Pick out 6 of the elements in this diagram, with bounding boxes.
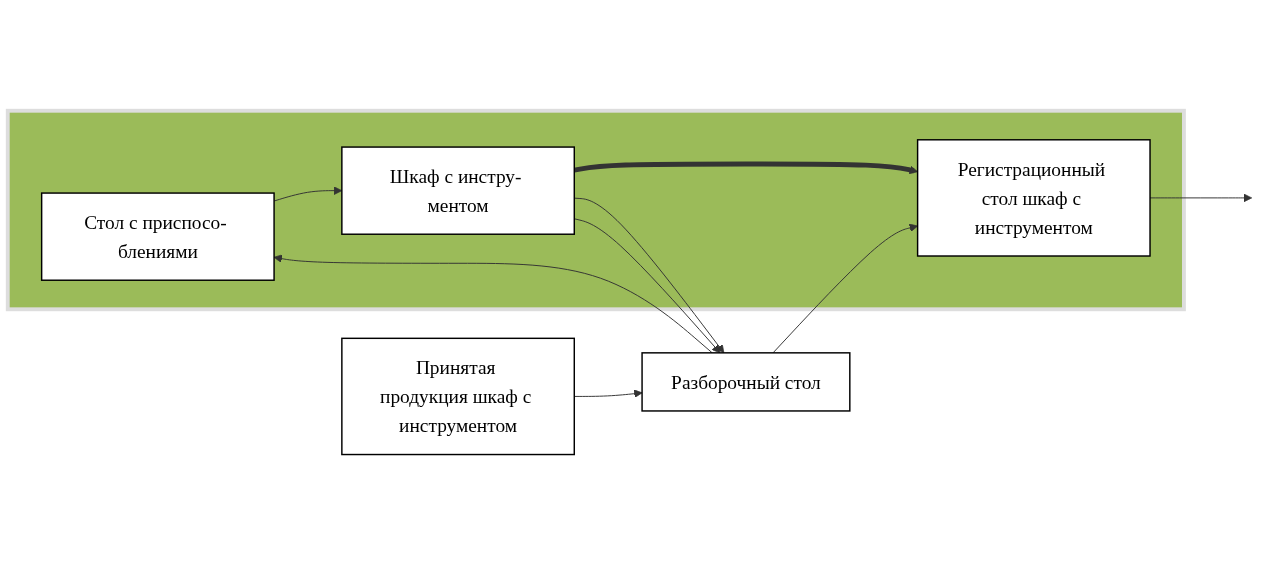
node-box: Шкаф с инстру- ментом bbox=[341, 146, 575, 235]
node-box: Регистрационный стол шкаф с инструментом bbox=[916, 138, 1151, 257]
node-box: Разборочный стол bbox=[641, 352, 851, 412]
node-box: Стол с приспосо- блениями bbox=[40, 192, 275, 281]
cluster bbox=[5, 108, 1186, 312]
node-box: Принятая продукция шкаф с инструментом bbox=[341, 337, 575, 456]
